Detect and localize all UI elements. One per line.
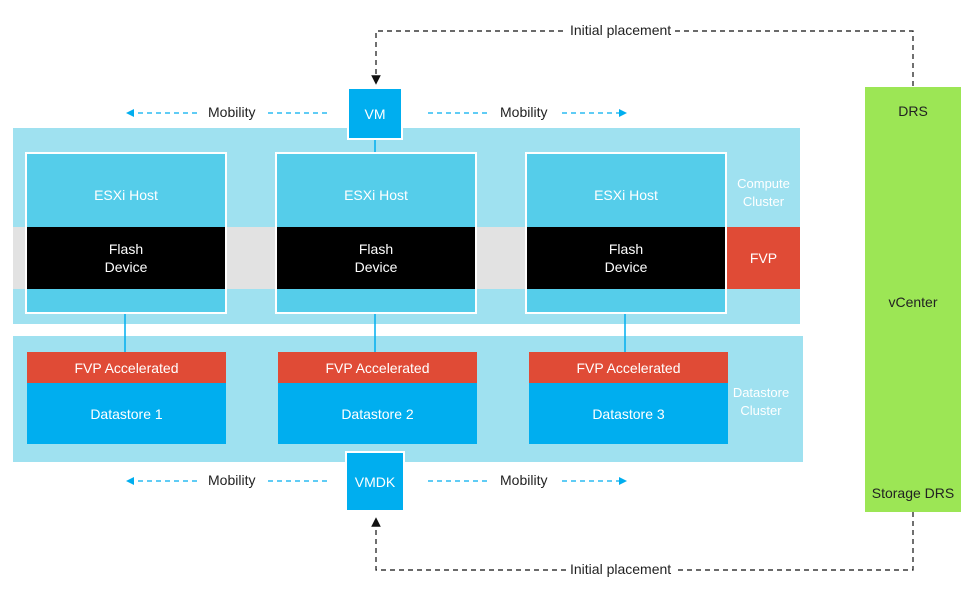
- datastore-cluster-label: Datastore Cluster: [728, 383, 794, 421]
- fvp-accelerated-3: FVP Accelerated: [529, 352, 728, 383]
- drs-label: DRS: [898, 103, 928, 119]
- vm-box: VM: [347, 87, 403, 140]
- compute-cluster-label: Compute Cluster: [727, 174, 800, 212]
- initial-placement-top-line: [371, 30, 914, 86]
- datastore-2: Datastore 2: [278, 383, 477, 444]
- fvp-accelerated-1: FVP Accelerated: [27, 352, 226, 383]
- fvp-box: FVP: [727, 227, 800, 289]
- fvp-accelerated-2: FVP Accelerated: [278, 352, 477, 383]
- flash-device-line2: Device: [104, 259, 148, 275]
- initial-placement-top-label: Initial placement: [566, 22, 676, 38]
- initial-placement-bottom-label: Initial placement: [566, 561, 676, 577]
- esxi-host-label: ESXi Host: [594, 187, 658, 203]
- flash-device-1: Flash Device: [27, 227, 225, 289]
- vcenter-label: vCenter: [888, 294, 938, 310]
- mobility-bottom-left-label: Mobility: [204, 472, 260, 488]
- storage-drs-label: Storage DRS: [871, 485, 955, 501]
- vcenter-panel: DRS vCenter Storage DRS: [865, 87, 961, 512]
- vmdk-box: VMDK: [345, 451, 405, 512]
- mobility-top-left-label: Mobility: [204, 104, 260, 120]
- datastore-cluster-line2: Cluster: [740, 403, 782, 418]
- datastore-cluster-line1: Datastore: [732, 385, 790, 400]
- flash-device-line2: Device: [354, 259, 398, 275]
- flash-device-line1: Flash: [108, 241, 144, 257]
- esxi-host-label: ESXi Host: [94, 187, 158, 203]
- flash-device-3: Flash Device: [527, 227, 725, 289]
- esxi-host-label: ESXi Host: [344, 187, 408, 203]
- mobility-bottom-right-label: Mobility: [496, 472, 552, 488]
- flash-device-line2: Device: [604, 259, 648, 275]
- flash-device-2: Flash Device: [277, 227, 475, 289]
- flash-device-line1: Flash: [358, 241, 394, 257]
- compute-cluster-line2: Cluster: [742, 194, 785, 209]
- compute-cluster-line1: Compute: [737, 176, 790, 191]
- datastore-3: Datastore 3: [529, 383, 728, 444]
- datastore-1: Datastore 1: [27, 383, 226, 444]
- flash-device-line1: Flash: [608, 241, 644, 257]
- mobility-top-right-label: Mobility: [496, 104, 552, 120]
